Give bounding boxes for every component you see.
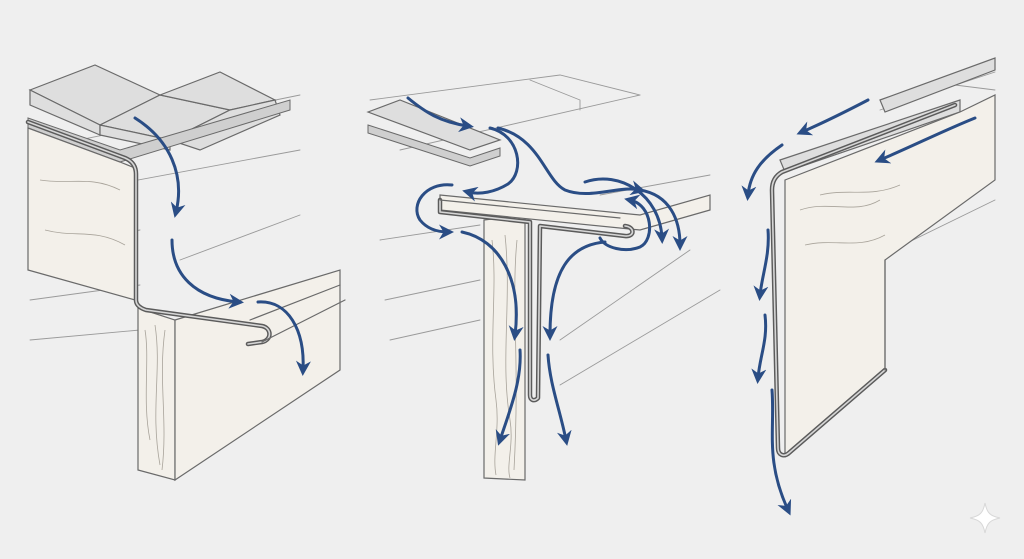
left-trim-side [174,269,341,482]
center-top-board [439,194,711,231]
right-shingle-strip-top [879,57,996,113]
center-water-flow-arrows [406,96,688,446]
center-post [483,214,526,481]
right-wood-grain [799,184,901,246]
panel-center-t-flashing [366,74,721,481]
center-background-lines [369,74,721,386]
right-water-flow-arrows [741,98,977,516]
panel-right-drip-edge [741,57,996,516]
center-shingle-strip [366,99,502,151]
left-water-flow-arrows [133,116,311,376]
center-shingle-edge [367,124,501,167]
sparkle-icon [969,502,1001,534]
panel-left-z-flashing [25,64,346,482]
center-t-flashing-profile [437,197,635,403]
left-wood-grain [39,179,166,471]
